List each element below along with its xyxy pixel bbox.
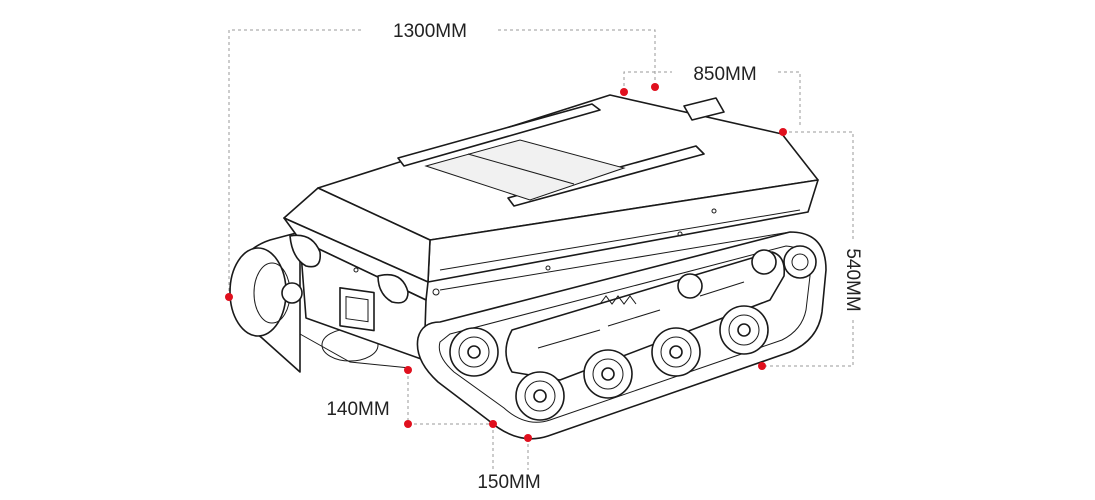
length-label: 1300MM	[393, 21, 467, 42]
track-width-label: 150MM	[477, 472, 540, 493]
road-wheels	[449, 245, 817, 421]
dimension-labels: 1300MM 850MM 540MM 140MM 150MM	[326, 21, 863, 493]
chassis-body	[283, 94, 819, 361]
marker-point	[620, 88, 628, 96]
right-track	[416, 231, 827, 440]
marker-point	[758, 362, 766, 370]
marker-point	[404, 366, 412, 374]
marker-point	[489, 420, 497, 428]
height-label: 540MM	[842, 248, 863, 311]
measurement-markers	[225, 83, 787, 442]
width-label: 850MM	[693, 64, 756, 85]
marker-point	[524, 434, 532, 442]
ground-clearance-label: 140MM	[326, 399, 389, 420]
dimension-lines	[228, 29, 854, 470]
left-track	[229, 231, 411, 373]
marker-point	[404, 420, 412, 428]
marker-point	[225, 293, 233, 301]
marker-point	[779, 128, 787, 136]
marker-point	[651, 83, 659, 91]
